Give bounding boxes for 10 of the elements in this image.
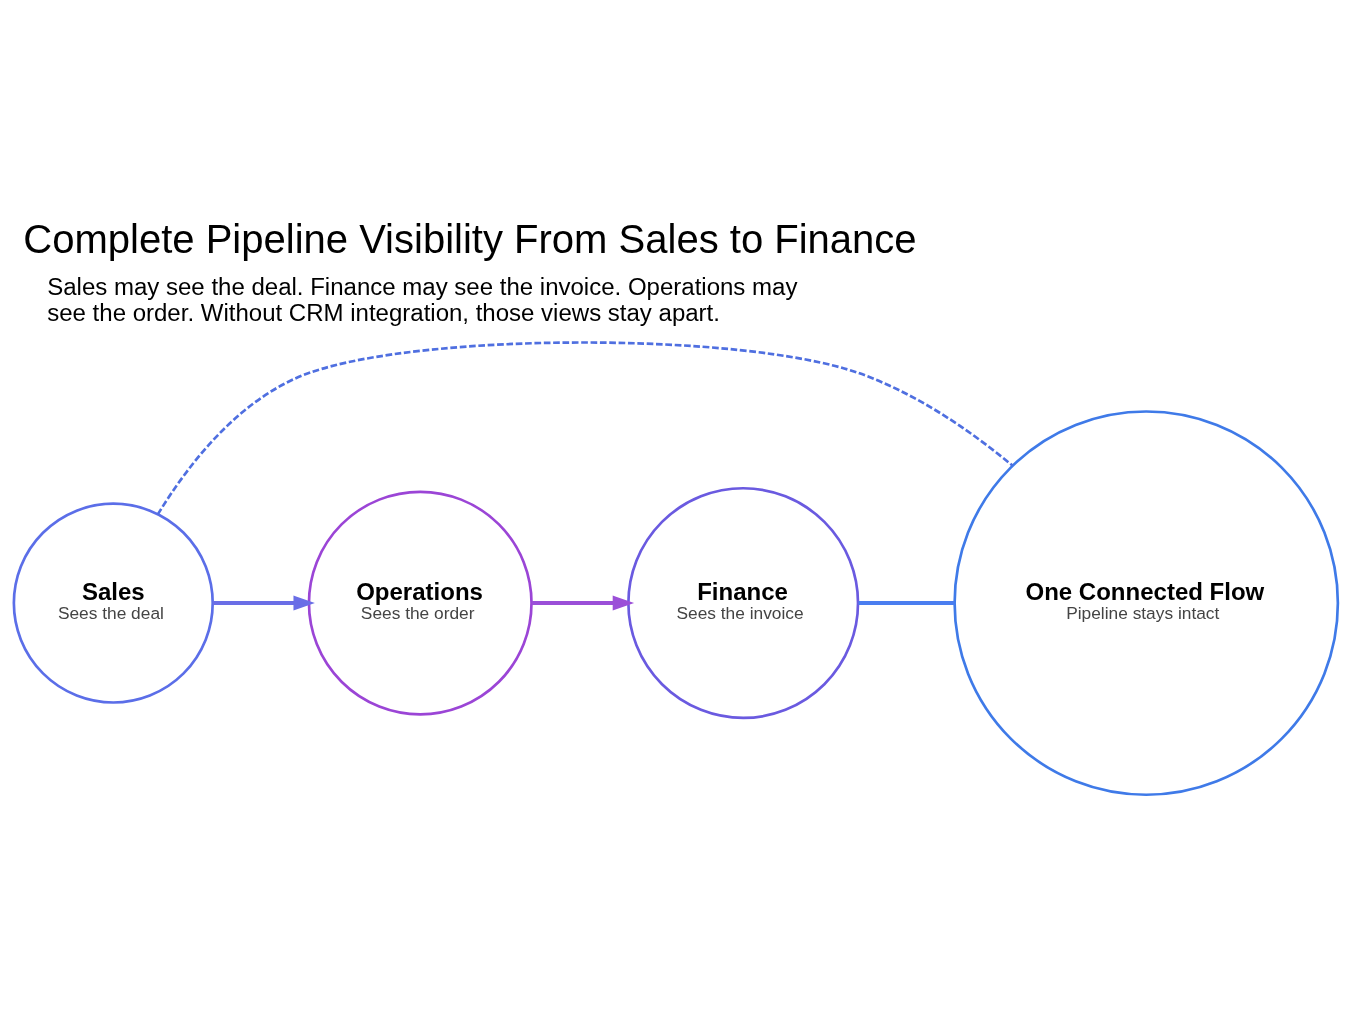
connector <box>858 601 955 606</box>
node-circle: Finance Sees the invoice <box>627 486 860 720</box>
node-circle: Operations Sees the order <box>307 490 533 716</box>
connector <box>156 341 1014 516</box>
diagram-title: Complete Pipeline Visibility From Sales to Finance <box>23 216 917 261</box>
node-circle: Sales Sees the deal <box>12 502 215 704</box>
label: Sales may see the deal. Finance may see the invoice. Operations may see the order. Without CRM integration, those views stay apart. <box>47 272 798 327</box>
node-circle: One Connected Flow Pipeline stays intact <box>953 410 1340 797</box>
arrow <box>531 595 635 611</box>
arrow <box>212 595 315 611</box>
